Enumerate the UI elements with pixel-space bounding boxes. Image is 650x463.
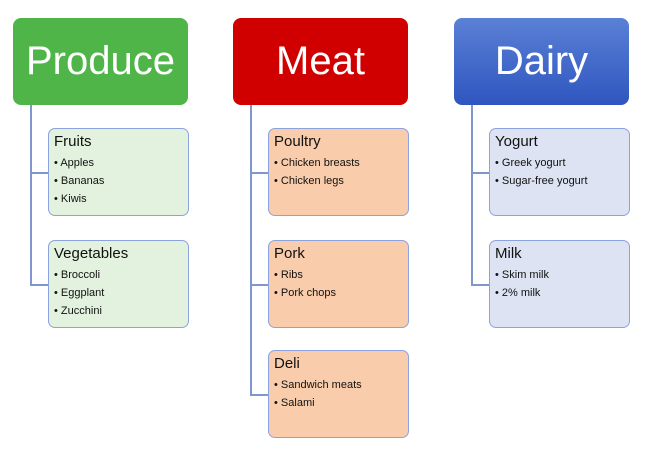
subcategory-box-deli: DeliSandwich meatsSalami — [268, 350, 409, 438]
subcategory-box-vegetables: VegetablesBroccoliEggplantZucchini — [48, 240, 189, 328]
connector-branch — [471, 284, 489, 286]
subcategory-box-milk: MilkSkim milk2% milk — [489, 240, 630, 328]
list-item: Apples — [54, 154, 183, 172]
connector-line — [250, 105, 252, 394]
list-item: Skim milk — [495, 266, 624, 284]
connector-line — [30, 105, 32, 284]
list-item: Ribs — [274, 266, 403, 284]
list-item: Broccoli — [54, 266, 183, 284]
connector-branch — [250, 284, 268, 286]
connector-branch — [250, 172, 268, 174]
subcategory-title: Deli — [274, 355, 300, 372]
subcategory-title: Vegetables — [54, 245, 129, 262]
connector-branch — [250, 394, 268, 396]
connector-line — [471, 105, 473, 284]
list-item: 2% milk — [495, 284, 624, 302]
category-header-produce: Produce — [13, 18, 188, 105]
list-item: Greek yogurt — [495, 154, 624, 172]
subcategory-title: Milk — [495, 245, 522, 262]
list-item: Chicken legs — [274, 172, 403, 190]
subcategory-title: Pork — [274, 245, 305, 262]
list-item: Sugar-free yogurt — [495, 172, 624, 190]
connector-branch — [471, 172, 489, 174]
list-item: Pork chops — [274, 284, 403, 302]
subcategory-box-pork: PorkRibsPork chops — [268, 240, 409, 328]
subcategory-title: Poultry — [274, 133, 321, 150]
category-header-dairy: Dairy — [454, 18, 629, 105]
list-item: Chicken breasts — [274, 154, 403, 172]
list-item: Bananas — [54, 172, 183, 190]
category-header-meat: Meat — [233, 18, 408, 105]
list-item: Eggplant — [54, 284, 183, 302]
list-item: Zucchini — [54, 302, 183, 320]
subcategory-title: Fruits — [54, 133, 92, 150]
connector-branch — [30, 284, 48, 286]
list-item: Sandwich meats — [274, 376, 403, 394]
connector-branch — [30, 172, 48, 174]
list-item: Salami — [274, 394, 403, 412]
subcategory-box-yogurt: YogurtGreek yogurtSugar-free yogurt — [489, 128, 630, 216]
subcategory-title: Yogurt — [495, 133, 538, 150]
subcategory-box-poultry: PoultryChicken breastsChicken legs — [268, 128, 409, 216]
list-item: Kiwis — [54, 190, 183, 208]
subcategory-box-fruits: FruitsApplesBananasKiwis — [48, 128, 189, 216]
